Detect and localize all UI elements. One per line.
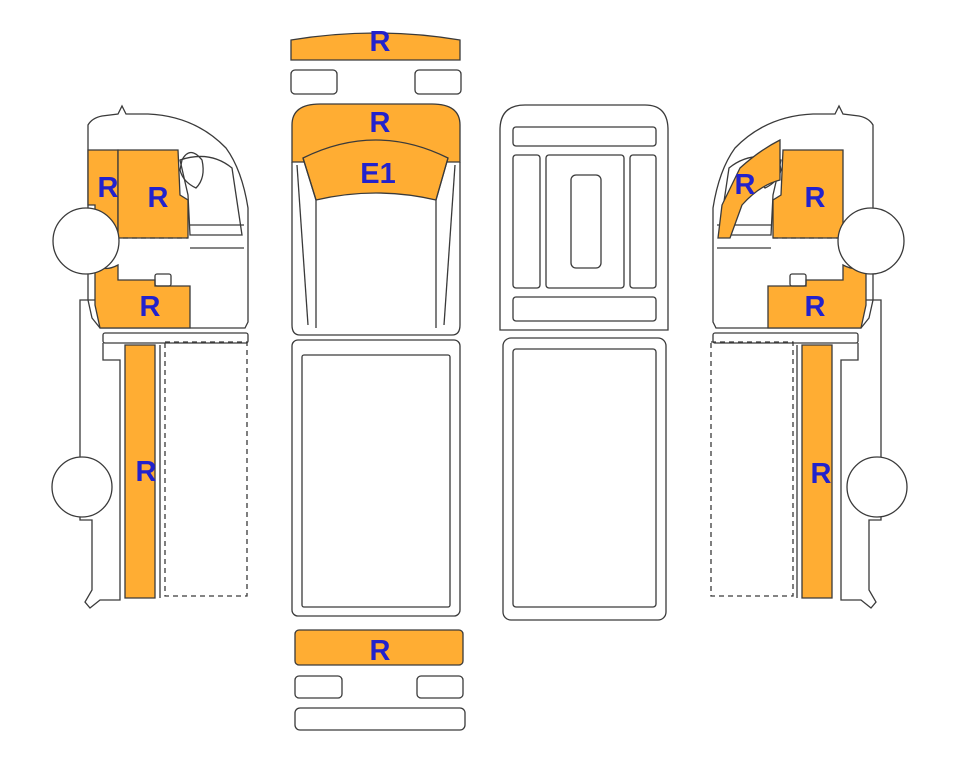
right-bed-dashed — [710, 341, 794, 597]
floor-center-inner — [570, 174, 602, 269]
left-bed-frame — [79, 299, 121, 609]
panel-front-bumper[interactable] — [290, 32, 461, 61]
left-bed-dashed — [164, 341, 248, 597]
label-windshield: E1 — [360, 158, 395, 190]
right-rear-wheel — [846, 456, 908, 518]
label-right-bed-side: R — [811, 458, 832, 490]
top-view-front — [290, 32, 466, 731]
label-left-bed-side: R — [136, 456, 157, 488]
rear-step — [294, 707, 466, 731]
right-front-wheel — [837, 207, 905, 275]
label-right-front-door: R — [805, 182, 826, 214]
left-rear-wheel — [51, 456, 113, 518]
cargo-bed-top — [291, 339, 461, 617]
bed-floor-outline — [502, 337, 667, 621]
floor-left-panel — [512, 154, 541, 289]
label-right-front-fender: R — [735, 169, 756, 201]
cab-a-left — [296, 164, 309, 326]
panel-rear-bumper[interactable] — [294, 629, 464, 666]
right-bed-cap — [712, 332, 859, 344]
panel-right-front-fender[interactable] — [717, 138, 781, 239]
floor-center-panel — [545, 154, 625, 289]
headlight-right — [414, 69, 462, 95]
left-side-view — [51, 104, 249, 609]
headlight-left — [290, 69, 338, 95]
taillight-right — [416, 675, 464, 699]
right-side-view — [710, 104, 908, 609]
left-cab-silhouette — [87, 104, 249, 329]
panel-left-bed-side[interactable] — [124, 344, 156, 599]
floor-right-panel — [629, 154, 657, 289]
left-handle — [154, 273, 172, 287]
cargo-bed-top-inner — [301, 354, 451, 608]
underside-view — [499, 104, 669, 621]
cab-inner-right — [435, 157, 449, 328]
label-hood: R — [370, 107, 391, 139]
right-bed-frame — [840, 299, 882, 609]
label-left-front-fender: R — [98, 172, 119, 204]
left-mirror — [179, 151, 204, 189]
cab-inner-left — [302, 157, 317, 328]
bed-floor-inner — [512, 348, 657, 608]
label-front-bumper: R — [370, 26, 391, 58]
left-cab-window — [179, 155, 243, 236]
label-left-step: R — [140, 291, 161, 323]
right-handle — [789, 273, 807, 287]
left-front-wheel — [52, 207, 120, 275]
cab-roof-outline — [291, 162, 461, 336]
floor-front-strip — [512, 126, 657, 147]
label-right-step: R — [805, 291, 826, 323]
panel-right-bed-side[interactable] — [801, 344, 833, 599]
taillight-left — [294, 675, 343, 699]
right-cab-silhouette — [712, 104, 874, 329]
floor-rear-strip — [512, 296, 657, 322]
label-rear-bumper: R — [370, 635, 391, 667]
cab-a-right — [443, 164, 456, 326]
label-left-front-door: R — [148, 182, 169, 214]
left-bed-cap — [102, 332, 249, 344]
cab-floor-outline — [499, 104, 669, 331]
